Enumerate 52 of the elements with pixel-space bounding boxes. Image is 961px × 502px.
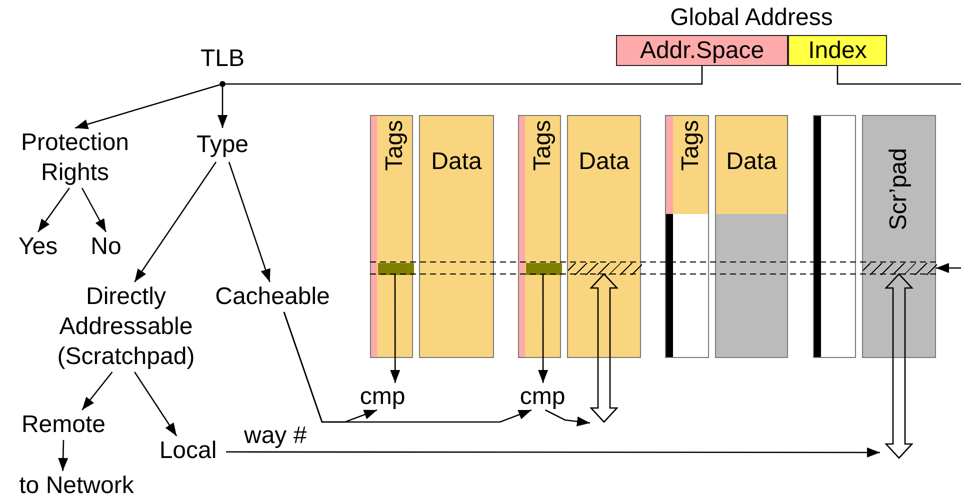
arrow [390,274,400,383]
arrow [936,263,961,273]
arrow [74,83,223,130]
arrow [81,188,107,232]
arrow [218,84,228,128]
arrow [134,162,217,282]
arrow [226,448,880,458]
arrow [82,372,113,410]
tree-label: cmp [360,382,406,412]
data-array-column [419,115,494,358]
column-label: Tags [678,120,704,171]
tag-match-row [526,263,562,275]
tag-array-column [518,115,561,358]
tree-label: No [90,232,122,262]
tag-array-column [370,115,413,358]
tree-label: Cacheable [215,282,330,312]
column-label: Tags [382,120,408,171]
address-field: Addr.Space [616,35,788,66]
tree-label: Protection Rights [20,128,130,188]
column-label: Scr’pad [886,148,912,230]
tree-label: TLB [200,44,244,74]
column-label: Tags [530,120,556,171]
column-label: Data [578,148,630,176]
memory-column [813,115,856,358]
scratchpad-column [862,115,936,358]
tree-label: Local [159,436,217,466]
hatched-row [568,263,642,275]
hollow-double-arrow [884,273,914,459]
hatched-row [863,263,937,275]
tag-array-column [665,115,709,358]
tree-label: Directly Addressable (Scratchpad) [56,282,196,372]
arrow [544,409,590,426]
tree-label: Yes [18,232,58,262]
data-array-column [567,115,641,358]
arrow [538,274,548,383]
arrow [228,162,270,282]
address-field: Index [788,35,887,66]
hollow-double-arrow [590,273,618,423]
tree-label: to Network [19,471,134,501]
tree-label: Type [196,130,249,160]
arrow [283,312,532,423]
tree-label: Remote [21,410,106,440]
arrow [58,440,68,472]
column-label: Data [431,148,482,176]
connector-line [836,66,961,85]
tree-label: cmp [520,382,566,412]
arrow [134,372,178,436]
address-heading: Global Address [670,4,833,32]
column-label: Data [726,148,777,176]
arrow [37,188,70,232]
data-array-column [715,115,788,358]
tag-match-row [378,263,414,275]
